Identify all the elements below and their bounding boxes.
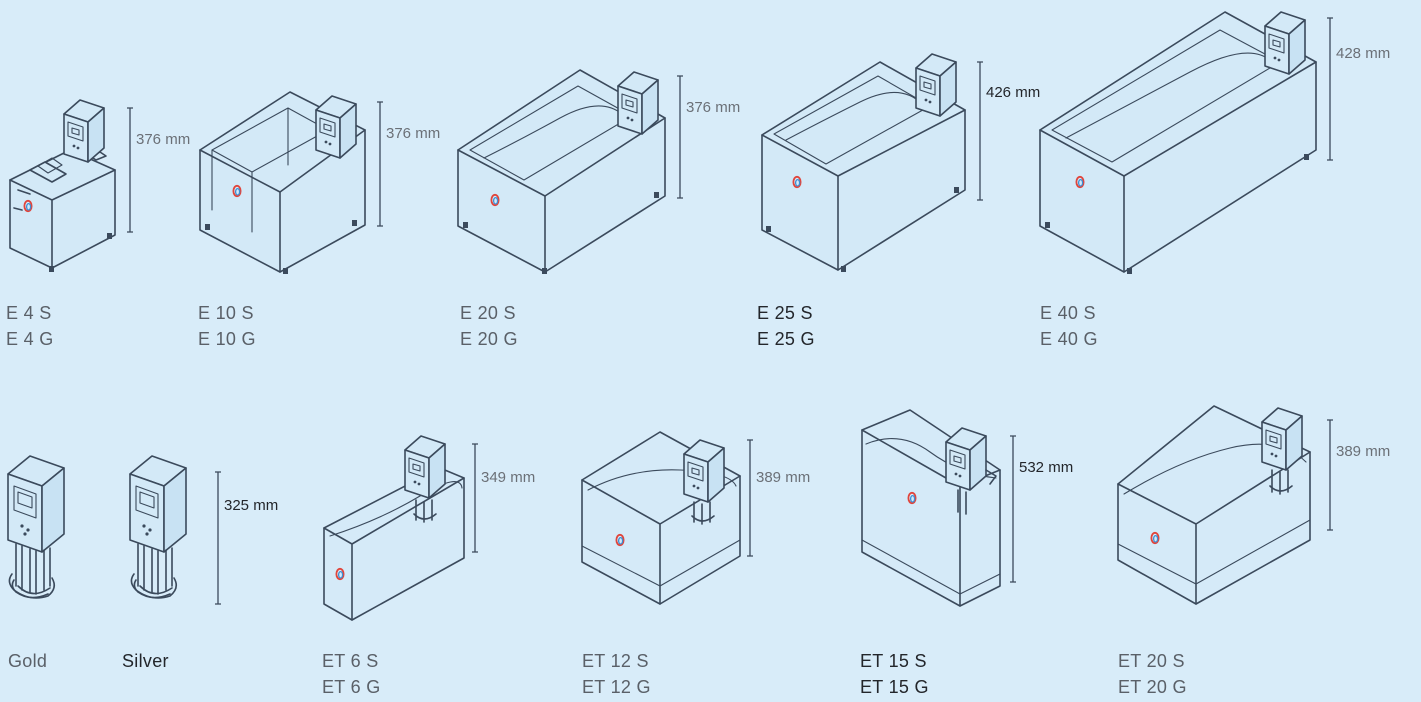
dimension-label: 389 mm (756, 469, 810, 486)
model-line: E 40 S (1040, 303, 1096, 323)
dimension-label: 428 mm (1336, 45, 1390, 62)
model-line: E 4 S (6, 303, 52, 323)
bath-et20-illustration (1117, 405, 1311, 605)
bath-e4-illustration (9, 99, 116, 272)
dimension-line (747, 439, 753, 557)
dimension-line (1327, 419, 1333, 531)
model-line: Gold (8, 651, 48, 671)
dimension-label: 325 mm (224, 497, 278, 514)
model-line: E 25 G (757, 329, 815, 349)
bath-e25-illustration (761, 53, 966, 272)
dimension-e10: 376 mm (377, 101, 440, 227)
model-line: Silver (122, 651, 169, 671)
model-line: E 4 G (6, 329, 54, 349)
model-label-et6: ET 6 S ET 6 G (322, 648, 381, 700)
dimension-silver: 325 mm (215, 471, 278, 605)
dimension-label: 376 mm (136, 131, 190, 148)
model-line: ET 12 G (582, 677, 651, 697)
model-line: E 10 G (198, 329, 256, 349)
model-label-e4: E 4 S E 4 G (6, 300, 54, 352)
dimension-line (127, 107, 133, 233)
dimension-line (472, 443, 478, 553)
dimension-line (1327, 17, 1333, 161)
model-line: E 20 G (460, 329, 518, 349)
dimension-label: 532 mm (1019, 459, 1073, 476)
dimension-et15: 532 mm (1010, 435, 1073, 583)
dimension-e4: 376 mm (127, 107, 190, 233)
model-line: ET 6 S (322, 651, 379, 671)
dimension-label: 426 mm (986, 84, 1040, 101)
dimension-e40: 428 mm (1327, 17, 1390, 161)
model-line: E 20 S (460, 303, 516, 323)
model-line: ET 20 G (1118, 677, 1187, 697)
bath-et15-illustration (861, 409, 1001, 607)
model-line: ET 12 S (582, 651, 649, 671)
model-label-e25: E 25 S E 25 G (757, 300, 815, 352)
dimension-label: 376 mm (686, 99, 740, 116)
dimension-line (677, 75, 683, 199)
model-label-silver: Silver (122, 648, 169, 674)
dimension-line (1010, 435, 1016, 583)
dimension-et20: 389 mm (1327, 419, 1390, 531)
model-label-e40: E 40 S E 40 G (1040, 300, 1098, 352)
model-label-e10: E 10 S E 10 G (198, 300, 256, 352)
model-line: ET 20 S (1118, 651, 1185, 671)
dimension-e20: 376 mm (677, 75, 740, 199)
dimension-label: 389 mm (1336, 443, 1390, 460)
bath-et6-illustration (323, 435, 465, 621)
model-line: E 40 G (1040, 329, 1098, 349)
thermostat-silver-illustration (129, 455, 187, 599)
model-line: ET 6 G (322, 677, 381, 697)
dimension-label: 376 mm (386, 125, 440, 142)
dimension-line (215, 471, 221, 605)
dimension-line (977, 61, 983, 201)
thermostat-gold-illustration (7, 455, 65, 599)
dimension-label: 349 mm (481, 469, 535, 486)
model-line: ET 15 S (860, 651, 927, 671)
model-label-e20: E 20 S E 20 G (460, 300, 518, 352)
dimension-e25: 426 mm (977, 61, 1040, 201)
bath-et12-illustration (581, 431, 741, 605)
bath-e10-illustration (199, 91, 366, 274)
bath-e40-illustration (1039, 11, 1317, 274)
model-line: ET 15 G (860, 677, 929, 697)
model-label-et12: ET 12 S ET 12 G (582, 648, 651, 700)
bath-e20-illustration (457, 69, 666, 274)
model-label-et15: ET 15 S ET 15 G (860, 648, 929, 700)
model-line: E 25 S (757, 303, 813, 323)
model-label-gold: Gold (8, 648, 47, 674)
model-label-et20: ET 20 S ET 20 G (1118, 648, 1187, 700)
model-line: E 10 S (198, 303, 254, 323)
dimension-line (377, 101, 383, 227)
dimension-et12: 389 mm (747, 439, 810, 557)
dimension-et6: 349 mm (472, 443, 535, 553)
